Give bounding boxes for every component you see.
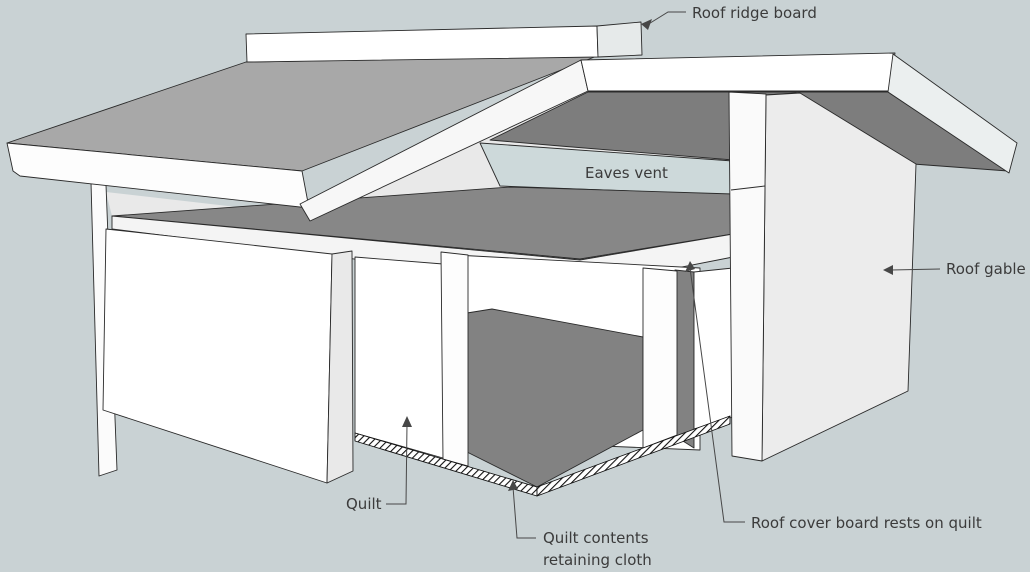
right-roof-right-end-face: [887, 53, 1018, 174]
label-eaves-vent: Eaves vent: [585, 164, 668, 182]
quilt-post-left: [440, 251, 469, 467]
leader-cloth: [512, 486, 536, 539]
arrow-cover: [685, 261, 695, 272]
left-roof-fascia: [6, 142, 310, 209]
quilt-right-wall: [693, 267, 734, 430]
arrow-ridge: [641, 19, 652, 30]
arrow-quilt: [402, 416, 412, 427]
leader-ridge: [646, 11, 686, 26]
label-roof-ridge-board: Roof ridge board: [692, 4, 817, 22]
label-quilt: Quilt: [346, 495, 382, 513]
arrow-cloth: [508, 480, 518, 491]
quilt-front-panel: [354, 256, 444, 459]
label-roof-gable: Roof gable: [946, 260, 1026, 278]
gable-post-seam: [730, 185, 766, 191]
leader-lines: [386, 11, 941, 539]
quilt-wall-side-face: [326, 250, 354, 484]
leader-quilt: [386, 423, 408, 505]
quilt-interior-shadow: [674, 269, 695, 449]
label-cover-board: Roof cover board rests on quilt: [751, 514, 982, 532]
roof-ridge-board-end: [596, 21, 643, 58]
quilt-front-wall: [102, 228, 333, 484]
roof-gable-post: [728, 91, 767, 462]
quilt-post-right: [642, 267, 678, 449]
leader-cover: [689, 267, 745, 523]
arrow-gable: [883, 265, 893, 275]
label-retaining-cloth: Quilt contents retaining cloth: [543, 529, 652, 569]
leader-gable: [890, 268, 941, 271]
right-roof-top-edge: [580, 52, 896, 92]
retaining-cloth-edge-right: [536, 415, 731, 497]
roof-ridge-board: [245, 25, 599, 63]
arrowheads: [402, 19, 893, 491]
